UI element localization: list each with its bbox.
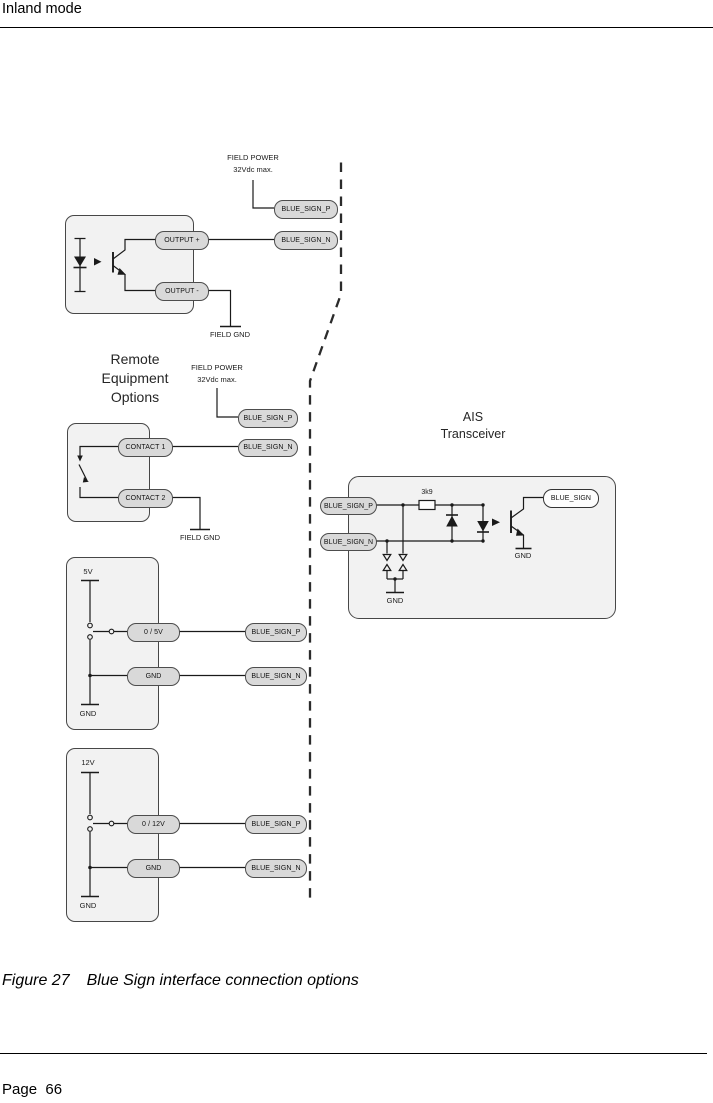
dashed-separator-line [308,162,343,904]
rail-5v-label: 5V [83,566,93,576]
pill-contact-2: CONTACT 2 [118,489,173,508]
remote-label-line3: Options [110,389,160,405]
field-power-label-2: FIELD POWER 32Vdc max. [173,362,261,385]
ais-label-line1: AIS [462,410,484,424]
pill-blue-sign-p-4: BLUE_SIGN_P [245,815,307,834]
pill-blue-sign-n-3: BLUE_SIGN_N [245,667,307,686]
rail-gnd-label-4: GND [79,901,97,910]
pill-ais-blue-sign-p: BLUE_SIGN_P [320,497,377,515]
pill-output-minus: OUTPUT - [155,282,209,301]
gnd-label-tvs: GND [386,595,404,605]
pill-blue-sign-n-4: BLUE_SIGN_N [245,859,307,878]
pill-output-plus: OUTPUT + [155,231,209,250]
pill-blue-sign-p-3: BLUE_SIGN_P [245,623,307,642]
rail-12v-label: 12V [81,758,95,767]
field-power-line1: FIELD POWER [191,363,243,372]
figure-caption-number: Figure 27 [2,972,70,989]
pill-gnd-4: GND [127,859,180,878]
gnd-label-transistor: GND [514,551,532,560]
pill-contact-1: CONTACT 1 [118,438,173,457]
field-power-line2: 32Vdc max. [233,164,273,174]
ais-transceiver-label: AIS Transceiver [411,409,535,443]
rail-gnd-label-3: GND [79,709,97,718]
footer-rule [0,1053,707,1054]
header-rule [0,27,713,28]
logic-5v-box [66,557,159,730]
pill-blue-sign-p-1: BLUE_SIGN_P [274,200,338,219]
figure-caption-text: Blue Sign interface connection options [86,972,359,989]
pill-0-5v: 0 / 5V [127,623,180,642]
figure-caption: Figure 27 Blue Sign interface connection … [2,972,359,990]
logic-12v-box [66,748,159,922]
remote-equipment-options-label: Remote Equipment Options [71,350,199,407]
pill-blue-sign-n-1: BLUE_SIGN_N [274,231,338,250]
field-power-line2: 32Vdc max. [197,374,237,384]
field-power-line1: FIELD POWER [227,153,279,162]
remote-label-line2: Equipment [101,370,169,386]
pill-ais-blue-sign-n: BLUE_SIGN_N [320,533,377,551]
page-number: Page 66 [2,1081,63,1098]
resistor-3k9-label: 3k9 [421,488,433,496]
pill-blue-sign-p-2: BLUE_SIGN_P [238,409,298,428]
pill-blue-sign: BLUE_SIGN [543,489,599,508]
pill-gnd-3: GND [127,667,180,686]
pill-blue-sign-n-2: BLUE_SIGN_N [238,438,298,457]
page-header-title: Inland mode [2,1,82,17]
field-gnd-label-1: FIELD GND [209,330,250,339]
pill-0-12v: 0 / 12V [127,815,180,834]
remote-label-line1: Remote [110,351,160,367]
ais-label-line2: Transceiver [440,427,506,441]
field-gnd-label-2: FIELD GND [179,532,220,542]
field-power-label-1: FIELD POWER 32Vdc max. [209,152,297,175]
